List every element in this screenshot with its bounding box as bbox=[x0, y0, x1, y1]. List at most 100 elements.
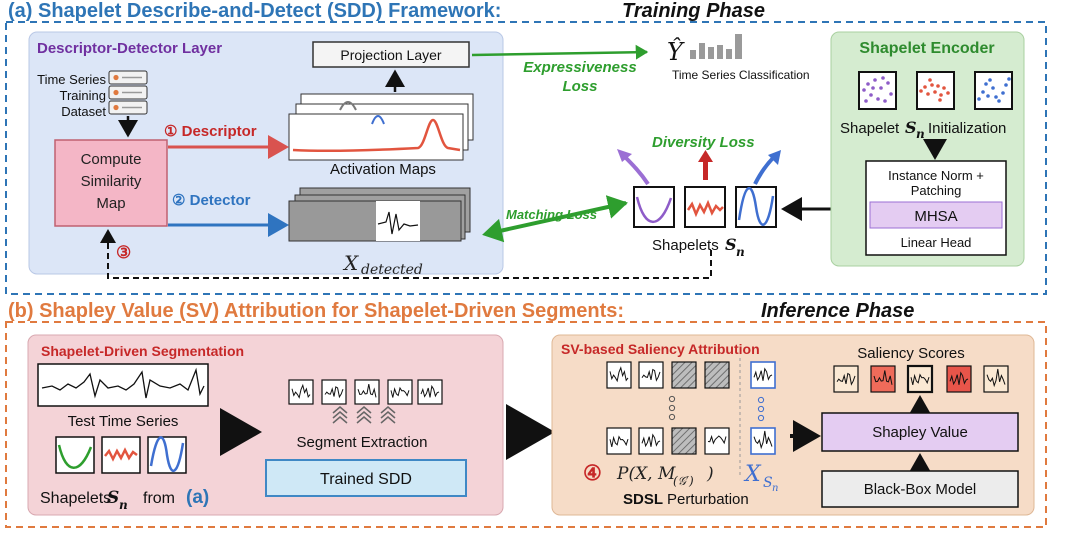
shapelets-from-word: from bbox=[143, 490, 175, 507]
vertical-ellipsis-left bbox=[668, 395, 676, 421]
expressiveness-arrow bbox=[471, 44, 649, 60]
shapelets-from-ref: (a) bbox=[186, 487, 209, 508]
xs-subscript: S bbox=[763, 475, 773, 491]
perturbation-tile bbox=[704, 361, 730, 389]
trained-sdd-label: Trained SDD bbox=[320, 471, 412, 488]
initialization-symbol: S bbox=[905, 118, 917, 137]
diversity-arrow-left-head bbox=[617, 149, 632, 162]
projection-layer-box bbox=[312, 41, 470, 68]
linear-head-label: Linear Head bbox=[901, 235, 972, 250]
inference-title: (b) Shapley Value (SV) Attribution for S… bbox=[8, 300, 624, 322]
similarity-map-line1: Compute bbox=[81, 151, 142, 168]
shapelets-subscript: n bbox=[736, 245, 745, 259]
dataset-label-line1: Time Series bbox=[37, 72, 106, 87]
seg-shapelet-green bbox=[55, 436, 95, 474]
shapelets-symbol: S bbox=[725, 235, 737, 254]
shapelets-from-subscript: n bbox=[119, 498, 128, 512]
perturbation-tile bbox=[704, 427, 730, 455]
training-phase-label: Training Phase bbox=[622, 0, 765, 22]
test-series-label: Test Time Series bbox=[68, 413, 179, 430]
extracted-segments bbox=[288, 379, 443, 405]
scatter-thumbnail-red bbox=[916, 71, 955, 110]
shapelet-purple bbox=[633, 186, 675, 228]
saliency-title: SV-based Saliency Attribution bbox=[561, 341, 760, 357]
saliency-tile bbox=[946, 365, 972, 393]
dataset-label-line3: Dataset bbox=[61, 104, 106, 119]
initialization-prefix: Shapelet bbox=[840, 120, 900, 137]
segment-thumbnail bbox=[387, 379, 413, 405]
segment-thumbnail bbox=[417, 379, 443, 405]
matching-loss-label: Matching Loss bbox=[506, 207, 597, 222]
dataset-label-line2: Training bbox=[60, 88, 106, 103]
segmentation-title: Shapelet-Driven Segmentation bbox=[41, 343, 244, 359]
perturbation-tile bbox=[606, 427, 632, 455]
extraction-chevrons bbox=[332, 406, 396, 424]
segment-thumbnail bbox=[321, 379, 347, 405]
perturbation-formula-subscript: (𝒢′) bbox=[673, 474, 694, 488]
diversity-arrow-middle bbox=[703, 160, 708, 180]
shapelets-label: Shapelets bbox=[652, 237, 719, 254]
training-title: (a) Shapelet Describe-and-Detect (SDD) F… bbox=[8, 0, 501, 22]
trained-sdd-box bbox=[265, 459, 467, 497]
shapelets-from-prefix: Shapelets bbox=[40, 490, 111, 507]
shapley-value-label: Shapley Value bbox=[872, 424, 968, 441]
inference-phase-label: Inference Phase bbox=[761, 300, 914, 322]
similarity-map-line3: Map bbox=[96, 195, 125, 212]
perturbation-tile bbox=[638, 361, 664, 389]
detector-label: ② Detector bbox=[172, 192, 251, 209]
saliency-tile bbox=[833, 365, 859, 393]
similarity-map-box bbox=[54, 139, 168, 227]
step4-label: ④ bbox=[583, 462, 602, 485]
diversity-arrow-right bbox=[753, 155, 776, 185]
x-detected-symbol: X bbox=[342, 251, 359, 275]
sdsl-rest-label: Perturbation bbox=[667, 491, 749, 508]
segment-extraction-label: Segment Extraction bbox=[297, 434, 428, 451]
segment-thumbnail bbox=[288, 379, 314, 405]
perturbation-formula: P(X, M bbox=[616, 464, 676, 484]
step3-label: ③ bbox=[116, 243, 131, 262]
training-phase-frame bbox=[5, 21, 1047, 295]
seg-shapelet-red bbox=[101, 436, 141, 474]
shapelets-from-symbol: S bbox=[107, 488, 119, 508]
expressiveness-loss-line1: Expressiveness bbox=[523, 59, 636, 76]
saliency-scores-label: Saliency Scores bbox=[857, 345, 965, 362]
instance-norm-line1: Instance Norm + bbox=[888, 168, 984, 183]
expressiveness-loss-line2: Loss bbox=[562, 78, 597, 95]
xs-subsubscript: n bbox=[772, 483, 778, 494]
saliency-tile bbox=[983, 365, 1009, 393]
x-detected-subscript: detected bbox=[361, 262, 423, 278]
perturbation-formula-close: ) bbox=[706, 464, 714, 484]
detected-stack bbox=[288, 187, 471, 242]
instance-norm-line2: Patching bbox=[911, 183, 962, 198]
xs-tile bbox=[750, 427, 776, 455]
y-hat-symbol: Ŷ bbox=[667, 37, 685, 66]
initialization-suffix: Initialization bbox=[928, 120, 1006, 137]
segment-thumbnail bbox=[354, 379, 380, 405]
database-icon bbox=[108, 70, 148, 115]
projection-layer-label: Projection Layer bbox=[340, 47, 442, 63]
perturbation-tile bbox=[638, 427, 664, 455]
xs-tile bbox=[750, 361, 776, 389]
test-series-thumbnail bbox=[37, 363, 209, 407]
shapelet-blue bbox=[735, 186, 777, 228]
perturbation-tile bbox=[606, 361, 632, 389]
inference-phase-frame bbox=[5, 321, 1047, 528]
diversity-loss-label: Diversity Loss bbox=[652, 134, 755, 151]
classification-label: Time Series Classification bbox=[672, 68, 810, 82]
diversity-arrow-right-head bbox=[768, 150, 781, 165]
saliency-score-tiles bbox=[833, 364, 1009, 394]
seg-shapelet-blue bbox=[147, 436, 187, 474]
matching-loss-arrow bbox=[482, 195, 628, 243]
descriptor-label: ① Descriptor bbox=[164, 123, 257, 140]
saliency-tile bbox=[906, 364, 934, 394]
xs-symbol: X bbox=[743, 462, 762, 487]
sdsl-bold-label: SDSL bbox=[623, 491, 663, 508]
similarity-map-line2: Similarity bbox=[81, 173, 142, 190]
saliency-tile bbox=[870, 365, 896, 393]
diversity-arrow-left bbox=[622, 154, 650, 186]
vertical-ellipsis-right bbox=[757, 396, 765, 422]
perturbation-tile bbox=[671, 361, 697, 389]
mhsa-box bbox=[869, 201, 1003, 229]
